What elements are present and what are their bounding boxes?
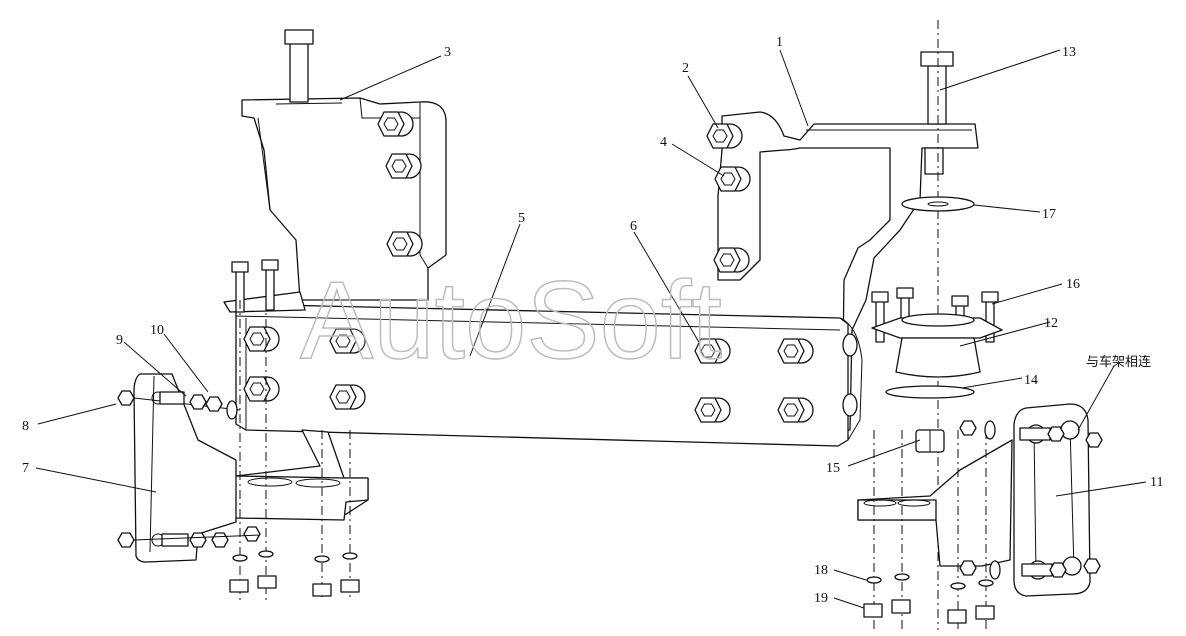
left-centre-lines bbox=[229, 300, 360, 600]
callout-2: 2 bbox=[682, 61, 689, 76]
callout-5: 5 bbox=[518, 211, 525, 226]
upper-left-bracket bbox=[241, 29, 447, 301]
callout-6: 6 bbox=[630, 219, 637, 234]
callout-1: 1 bbox=[776, 35, 783, 50]
callout-16: 16 bbox=[1066, 277, 1080, 292]
callout-13: 13 bbox=[1062, 45, 1076, 60]
callout-18: 18 bbox=[814, 563, 828, 578]
lower-right-bracket bbox=[857, 420, 1013, 630]
callout-17: 17 bbox=[1042, 207, 1056, 222]
callout-3: 3 bbox=[444, 45, 451, 60]
callout-19: 19 bbox=[814, 591, 828, 606]
frame-connection-note: 与车架相连 bbox=[1086, 354, 1151, 370]
callout-9: 9 bbox=[116, 333, 123, 348]
callout-7: 7 bbox=[22, 461, 29, 476]
lower-left-bracket bbox=[133, 373, 369, 563]
left-side-fasteners bbox=[117, 390, 261, 548]
callout-labels: 1 2 3 4 5 6 7 8 9 10 11 12 13 14 15 16 1… bbox=[22, 35, 1163, 606]
callout-15: 15 bbox=[826, 461, 840, 476]
callout-4: 4 bbox=[660, 135, 667, 150]
watermark: AutoSoft bbox=[300, 259, 722, 382]
leader-lines bbox=[35, 49, 1147, 609]
rubber-mount-stack bbox=[871, 20, 1003, 630]
cross-beam bbox=[223, 259, 863, 447]
callout-10: 10 bbox=[150, 323, 164, 338]
callout-11: 11 bbox=[1150, 475, 1163, 490]
frame-connection-plate bbox=[1013, 403, 1103, 597]
callout-8: 8 bbox=[22, 419, 29, 434]
callout-14: 14 bbox=[1024, 373, 1038, 388]
callout-12: 12 bbox=[1044, 316, 1058, 331]
